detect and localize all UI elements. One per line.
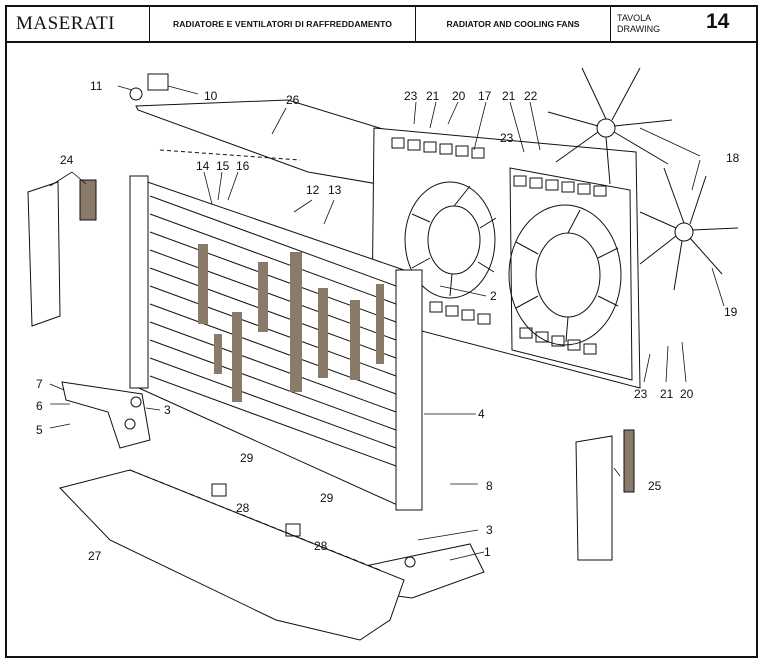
fan-blade-18-lower [639,167,739,291]
callout-8: 8 [486,479,493,493]
radiator-shading [198,244,384,402]
callout-29a: 29 [240,451,254,465]
callout-15: 15 [216,159,230,173]
callout-16: 16 [236,159,250,173]
callout-22: 22 [524,89,538,103]
title-italian: RADIATORE E VENTILATORI DI RAFFREDDAMENT… [150,7,416,41]
callout-28a: 28 [236,501,250,515]
callout-27: 27 [88,549,102,563]
callout-21a: 21 [426,89,440,103]
brand-logo: MASERATI [7,7,150,41]
lower-shroud-27 [59,469,405,641]
callout-13: 13 [328,183,342,197]
fan-left [404,181,497,299]
callout-5: 5 [36,423,43,437]
shroud-vent-row [391,137,607,355]
callout-4: 4 [478,407,485,421]
callout-3b: 3 [486,523,493,537]
callout-1: 1 [484,545,491,559]
callout-18: 18 [726,151,740,165]
side-shield-25 [575,429,635,561]
fan-shroud [371,127,641,389]
title-english: RADIATOR AND COOLING FANS [416,7,611,41]
callout-17: 17 [478,89,492,103]
drawing-number-box: TAVOLA DRAWING 14 [611,7,756,41]
mount-bracket-7 [61,381,151,449]
callout-26: 26 [286,93,300,107]
callout-20a: 20 [452,89,466,103]
callout-24: 24 [60,153,74,167]
callout-23a: 23 [404,89,418,103]
callout-21c: 21 [660,387,674,401]
callout-23b: 23 [500,131,514,145]
callout-labels: 1 2 3 3 4 5 6 7 8 10 11 12 13 14 15 16 1… [36,79,740,563]
callout-2: 2 [490,289,497,303]
callout-7: 7 [36,377,43,391]
title-block: MASERATI RADIATORE E VENTILATORI DI RAFF… [7,7,756,43]
callout-21b: 21 [502,89,516,103]
callout-6: 6 [36,399,43,413]
callout-23c: 23 [634,387,648,401]
side-shield-24 [27,179,97,327]
fan-right [508,204,622,346]
drawing-frame: MASERATI RADIATORE E VENTILATORI DI RAFF… [5,5,758,658]
leader-lines [49,85,725,561]
callout-29b: 29 [320,491,334,505]
callout-14: 14 [196,159,210,173]
callout-25: 25 [648,479,662,493]
callout-12: 12 [306,183,320,197]
callout-3a: 3 [164,403,171,417]
tavola-label: TAVOLA [617,13,652,23]
drawing-number: 14 [706,10,730,33]
temp-sensor [129,73,169,101]
radiator-core [129,175,423,511]
callout-10: 10 [204,89,218,103]
callout-28b: 28 [314,539,328,553]
drawing-label: DRAWING [617,24,661,34]
callout-20b: 20 [680,387,694,401]
callout-19: 19 [724,305,738,319]
fan-blade-18-upper [547,67,673,185]
callout-11: 11 [90,79,103,93]
